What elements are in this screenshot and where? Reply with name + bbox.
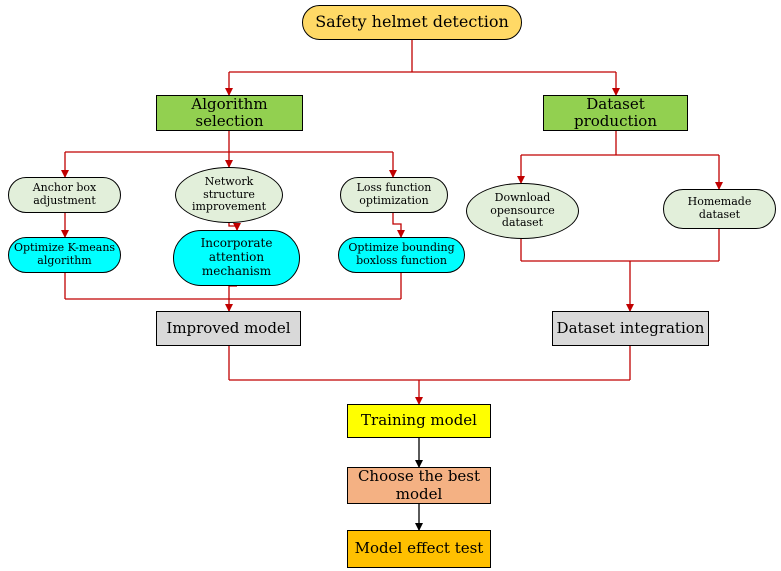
connector-loss-bbox xyxy=(392,213,405,238)
node-dataset-integration: Dataset integration xyxy=(552,311,709,346)
node-training-model: Training model xyxy=(347,404,491,438)
node-algorithm-selection: Algorithm selection xyxy=(156,95,303,131)
node-choose-best-model: Choose the best model xyxy=(347,467,491,504)
node-dataset-production: Dataset production xyxy=(543,95,688,131)
connector-attention-down xyxy=(228,285,237,299)
node-incorporate-attention: Incorporate attention mechanism xyxy=(173,230,300,286)
node-anchor-box-adjustment: Anchor box adjustment xyxy=(8,177,121,213)
connector-network-attention xyxy=(228,223,241,231)
node-optimize-bounding-box-loss: Optimize bounding boxloss function xyxy=(338,237,465,273)
node-download-opensource-dataset: Download opensource dataset xyxy=(466,183,579,239)
node-model-effect-test: Model effect test xyxy=(347,530,491,568)
node-improved-model: Improved model xyxy=(156,311,301,346)
node-network-structure-improvement: Network structure improvement xyxy=(175,167,283,223)
node-homemade-dataset: Homemade dataset xyxy=(663,189,776,229)
node-safety-helmet-detection: Safety helmet detection xyxy=(302,5,522,40)
node-loss-function-optimization: Loss function optimization xyxy=(340,177,448,213)
node-optimize-kmeans: Optimize K-means algorithm xyxy=(8,237,121,273)
